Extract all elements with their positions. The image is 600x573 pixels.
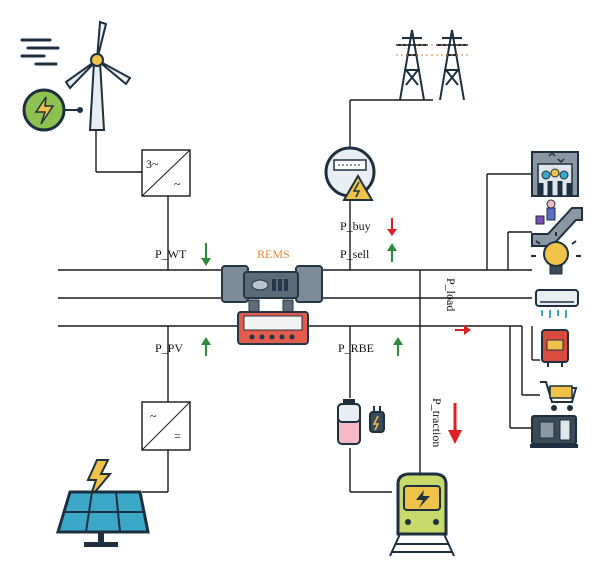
transmission-tower-icon xyxy=(396,29,468,101)
rems-controller-icon xyxy=(221,265,323,345)
p-load-arrow xyxy=(455,325,471,335)
water-heater-icon xyxy=(541,329,569,367)
p-load-label: P_load xyxy=(444,278,458,311)
escalator-icon xyxy=(531,199,583,247)
pv-converter-out-label: = xyxy=(174,429,181,443)
shopping-cart-icon xyxy=(540,381,578,411)
p-rbe-label: P_RBE xyxy=(338,341,374,355)
p-buy-arrow xyxy=(387,218,397,236)
coffee-machine-icon xyxy=(530,415,578,448)
p-rbe-arrow xyxy=(393,337,403,356)
electric-meter-icon xyxy=(324,146,376,201)
wt-converter-in-label: 3~ xyxy=(146,157,159,171)
p-buy-label: P_buy xyxy=(340,219,371,233)
wt-converter-out-label: ~ xyxy=(174,177,181,191)
p-wt-arrow xyxy=(201,243,211,266)
p-sell-arrow xyxy=(387,243,397,262)
air-conditioner-icon xyxy=(535,289,579,318)
wind-turbine-icon xyxy=(20,20,132,131)
solar-panel-icon xyxy=(55,459,150,547)
wt-converter: 3~ ~ xyxy=(141,149,191,197)
p-pv-label: P_PV xyxy=(155,341,183,355)
p-traction-arrow xyxy=(448,403,462,444)
battery-icon xyxy=(337,399,385,445)
electric-train-icon xyxy=(389,472,455,557)
p-sell-label: P_sell xyxy=(340,247,370,261)
rems-label: REMS xyxy=(257,247,290,261)
p-pv-arrow xyxy=(201,337,211,356)
pv-converter: ~ = xyxy=(141,401,191,451)
elevator-icon xyxy=(531,151,579,197)
p-traction-label: P_traction xyxy=(430,398,444,447)
p-wt-label: P_WT xyxy=(155,247,187,261)
feeder-lines xyxy=(95,99,540,493)
generator-icon xyxy=(22,88,83,132)
light-bulb-icon xyxy=(531,232,581,275)
pv-converter-in-label: ~ xyxy=(150,409,157,423)
